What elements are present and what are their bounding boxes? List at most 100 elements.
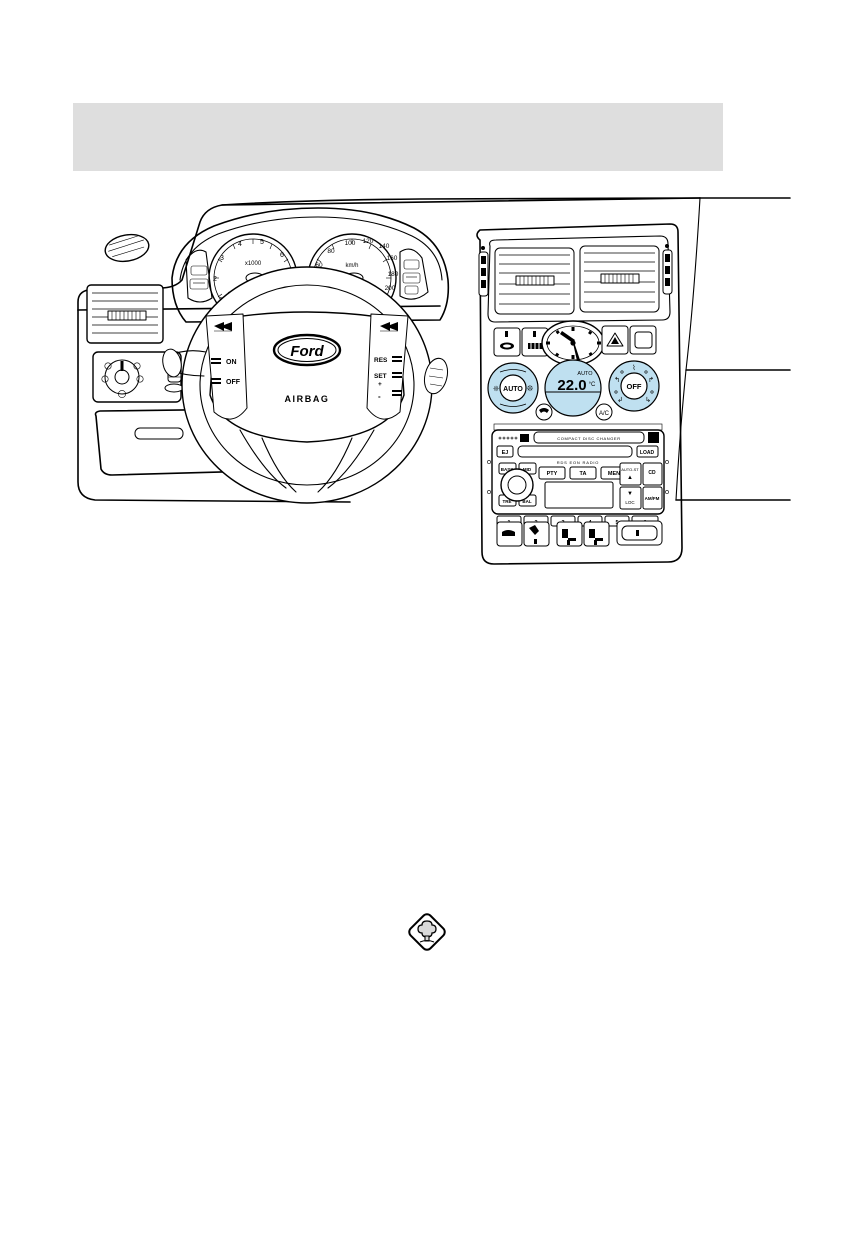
svg-text:AIRBAG: AIRBAG	[284, 394, 329, 404]
svg-text:22.0: 22.0	[557, 377, 586, 394]
climate-control-panel: AUTO ❊ ❊ AUTO 22.0 °C	[487, 359, 663, 431]
audio-unit: COMPACT DISC CHANGER EJ LOAD RDS EON RAD…	[487, 429, 669, 527]
svg-text:160: 160	[387, 255, 398, 262]
svg-text:LOC: LOC	[625, 500, 635, 505]
svg-text:ON: ON	[226, 359, 237, 366]
instrument-panel-illustration: .ln{fill:none;stroke:#000;stroke-width:1…	[0, 180, 850, 600]
cruise-set-plus-button[interactable]: SET +	[374, 372, 402, 388]
warning-lamp-pod-left	[185, 249, 213, 303]
analog-clock	[541, 320, 605, 366]
vent-slider-right[interactable]	[662, 244, 673, 295]
horn-icon[interactable]	[214, 322, 232, 332]
cruise-control-right-pad[interactable]: RES SET + -	[366, 313, 409, 420]
switch-and-clock-row	[493, 320, 657, 366]
svg-text:PTY: PTY	[547, 471, 558, 477]
cruise-control-left-pad[interactable]: ON OFF	[205, 313, 248, 420]
svg-text:°C: °C	[589, 382, 596, 388]
svg-text:MENU: MENU	[608, 471, 624, 477]
svg-text:AUTO-ST: AUTO-ST	[621, 467, 639, 472]
svg-text:AUTO: AUTO	[503, 386, 523, 393]
svg-text:200: 200	[385, 285, 396, 292]
ac-button[interactable]: A/C	[595, 403, 613, 421]
autost-button[interactable]: AUTO-ST ▲	[619, 462, 642, 486]
loc-button[interactable]: ▼ LOC	[619, 486, 642, 510]
eject-button[interactable]: EJ	[496, 445, 514, 458]
svg-text:RDS EON RADIO: RDS EON RADIO	[557, 460, 599, 465]
svg-text:km/h: km/h	[345, 263, 358, 269]
side-air-vent	[86, 284, 164, 344]
climate-mode-knob[interactable]: OFF ⌇ ↰ ↱ ↲ ↳	[608, 360, 660, 412]
svg-text:AUTO: AUTO	[577, 371, 593, 377]
page-title	[73, 103, 723, 119]
windshield-defrost-switch[interactable]	[521, 327, 549, 357]
svg-text:LOAD: LOAD	[640, 450, 655, 456]
svg-text:6: 6	[280, 252, 284, 259]
steering-column-stalks[interactable]	[160, 347, 451, 396]
svg-text:3: 3	[220, 255, 224, 262]
svg-text:100: 100	[345, 240, 356, 247]
tree-diamond-symbol	[405, 910, 449, 954]
bottom-switch-row	[496, 520, 663, 547]
headlamp-switch-panel[interactable]	[92, 351, 184, 403]
svg-text:140: 140	[379, 243, 390, 250]
svg-text:↳: ↳	[645, 396, 651, 404]
svg-text:OFF: OFF	[226, 379, 241, 386]
ta-button[interactable]: TA	[569, 466, 597, 480]
svg-text:2: 2	[213, 276, 217, 283]
svg-text:x1000: x1000	[245, 261, 262, 267]
traction-control-switch[interactable]	[523, 521, 550, 547]
svg-text:180: 180	[388, 271, 399, 278]
heated-seat-right-switch[interactable]	[583, 521, 610, 547]
svg-text:BASS: BASS	[501, 467, 514, 472]
ford-badge: Ford	[272, 333, 342, 367]
climate-fan-knob[interactable]: AUTO ❊ ❊	[487, 362, 539, 414]
svg-text:60: 60	[315, 262, 323, 269]
cruise-set-minus-button[interactable]: -	[378, 390, 402, 401]
vent-slider-left[interactable]	[478, 246, 489, 297]
svg-text:4: 4	[238, 241, 242, 248]
load-button[interactable]: LOAD	[636, 445, 659, 458]
horn-icon[interactable]	[380, 322, 398, 332]
svg-text:AM/FM: AM/FM	[645, 496, 660, 501]
blank-switch[interactable]	[629, 325, 657, 355]
svg-text:↱: ↱	[648, 376, 654, 384]
climate-temperature-display: AUTO 22.0 °C	[544, 359, 602, 417]
svg-text:120: 120	[363, 238, 374, 245]
center-air-vents	[478, 235, 673, 323]
cd-button[interactable]: CD	[642, 462, 663, 486]
rear-defrost-switch[interactable]	[493, 327, 521, 357]
svg-text:▼: ▼	[627, 491, 633, 497]
section-header-band	[73, 103, 723, 171]
svg-text:-: -	[378, 392, 381, 401]
recirculation-button[interactable]	[535, 403, 553, 421]
cruise-on-button[interactable]: ON	[211, 358, 237, 366]
svg-text:RES: RES	[374, 357, 388, 364]
windshield-defroster-vent	[104, 233, 150, 263]
svg-text:Ford: Ford	[290, 343, 324, 360]
heated-seat-left-switch[interactable]	[556, 521, 583, 547]
svg-text:5: 5	[260, 239, 264, 246]
steering-wheel: Ford AIRBAG ON	[181, 266, 433, 504]
ashtray-switch[interactable]	[616, 520, 663, 546]
svg-text:COMPACT DISC CHANGER: COMPACT DISC CHANGER	[557, 436, 620, 441]
svg-text:↰: ↰	[614, 376, 620, 384]
svg-text:EJ: EJ	[502, 450, 509, 456]
cruise-resume-button[interactable]: RES	[374, 356, 402, 364]
svg-text:TA: TA	[580, 471, 587, 477]
instrument-cluster-housing	[171, 207, 450, 323]
pty-button[interactable]: PTY	[538, 466, 566, 480]
amfm-button[interactable]: AM/FM	[642, 486, 663, 510]
boot-release-switch[interactable]	[496, 521, 523, 547]
hazard-warning-switch[interactable]	[601, 325, 629, 355]
svg-text:SET: SET	[374, 373, 387, 380]
svg-text:A/C: A/C	[599, 411, 610, 417]
cruise-off-button[interactable]: OFF	[211, 378, 241, 386]
tone-control-knob[interactable]: BASS MID TRE BAL	[498, 462, 537, 507]
svg-text:80: 80	[327, 248, 335, 255]
svg-text:❊: ❊	[493, 385, 499, 393]
svg-text:❊: ❊	[527, 384, 534, 393]
warning-lamp-pod-right	[399, 248, 429, 300]
svg-text:CD: CD	[648, 470, 656, 476]
center-console	[476, 223, 683, 565]
